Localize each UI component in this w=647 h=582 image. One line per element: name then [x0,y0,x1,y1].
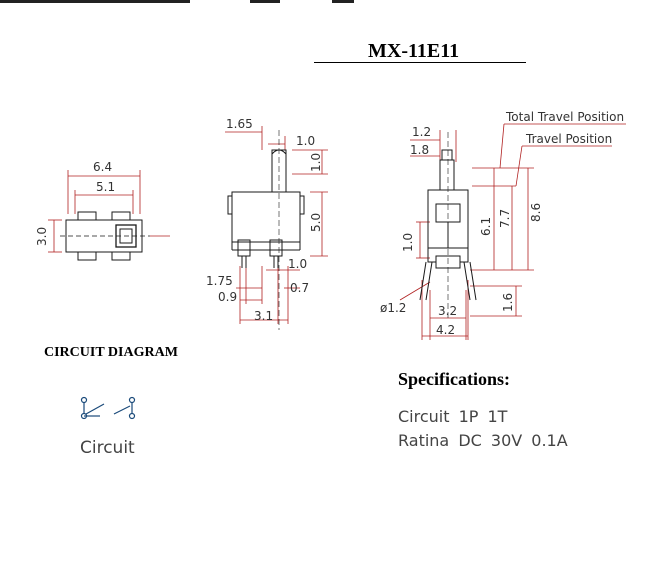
circuit-label: Circuit [80,438,135,458]
dim-front-1-75: 1.75 [206,274,233,288]
dim-side-3-2: 3.2 [438,304,457,318]
dim-side-1-0: 1.0 [401,233,415,252]
circuit-diagram-heading: CIRCUIT DIAGRAM [44,345,178,360]
circuit-symbol [80,396,136,420]
cropped-top-rule-mid [250,0,280,3]
cropped-top-rule-right [332,0,354,3]
circuit-switch-arm [85,403,105,415]
dim-top-width-6-4: 6.4 [93,160,112,174]
dim-front-0-9: 0.9 [218,290,237,304]
dim-front-1-0-plunger: 1.0 [309,153,323,172]
dim-front-5-0: 5.0 [309,213,323,232]
circuit-contact-right [128,412,136,420]
dim-top-height-3-0: 3.0 [35,227,49,246]
dim-top-width-5-1: 5.1 [96,180,115,194]
dim-front-0-7: 0.7 [290,281,309,295]
spec-rating-row: Ratina DC 30V 0.1A [398,431,568,450]
dim-side-1-2: 1.2 [412,125,431,139]
specifications-heading: Specifications: [398,369,510,389]
side-view [399,123,626,340]
dim-side-7-7: 7.7 [498,209,512,228]
dim-side-6-1: 6.1 [479,217,493,236]
dim-side-dia-1-2: ø1.2 [380,301,406,315]
cropped-top-rule-left [0,0,190,3]
dim-front-3-1: 3.1 [254,309,273,323]
title-underline [314,62,526,63]
part-number-title: MX-11E11 [368,40,460,62]
dim-front-1-0-top: 1.0 [296,134,315,148]
dim-side-8-6: 8.6 [529,203,543,222]
dim-side-1-8: 1.8 [410,143,429,157]
dim-front-1-0-pin: 1.0 [288,257,307,271]
dim-front-1-65: 1.65 [226,117,253,131]
top-view [48,170,170,261]
spec-circuit-row: Circuit 1P 1T [398,407,508,426]
label-travel-position: Travel Position [525,132,612,146]
front-view [225,126,328,330]
dim-side-4-2: 4.2 [436,323,455,337]
dim-side-1-6: 1.6 [501,293,515,312]
label-total-travel-position: Total Travel Position [505,110,624,124]
